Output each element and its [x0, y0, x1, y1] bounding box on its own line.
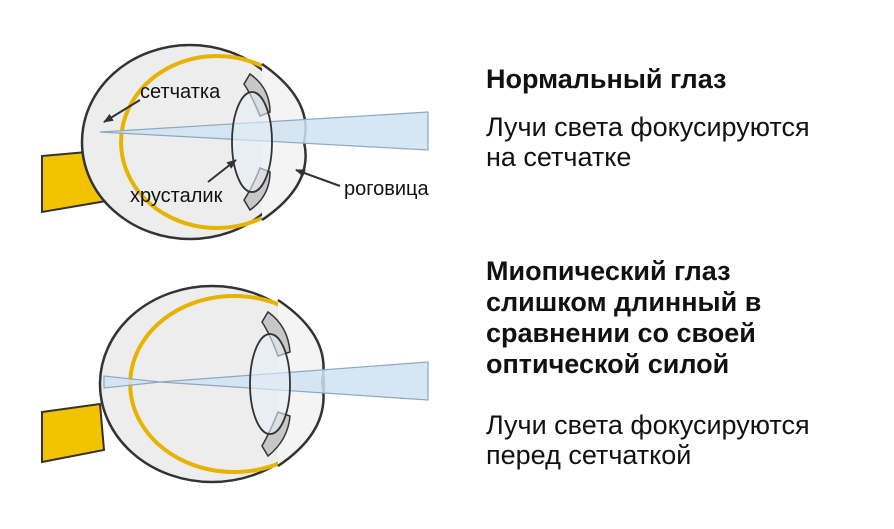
normal-description-line-2: на сетчатке: [486, 142, 632, 172]
lens-arrow: [207, 159, 237, 183]
myopic-description-line-2: перед сетчаткой: [486, 440, 692, 470]
lens: [231, 91, 273, 193]
myopic-title-line-1: Миопический глаз: [486, 256, 731, 286]
cornea-label: роговица: [344, 178, 429, 200]
myopic-title-line-4: оптической силой: [486, 349, 730, 379]
optic-nerve: [41, 402, 106, 464]
light-beam-converge: [159, 361, 429, 401]
myopic-text-panel: Миопический глаз слишком длинный в сравн…: [486, 256, 810, 470]
retina: [119, 54, 263, 230]
myopic-title-line-3: сравнении со своей: [486, 318, 756, 348]
retina-label: сетчатка: [140, 81, 221, 103]
lens: [249, 333, 291, 435]
normal-title: Нормальный глаз: [486, 64, 727, 94]
myopic-title-line-2: слишком длинный в: [486, 287, 762, 317]
normal-description-line-1: Лучи света фокусируются: [486, 112, 810, 142]
light-beam-diverge: [103, 375, 161, 389]
myopic-description-line-1: Лучи света фокусируются: [486, 410, 810, 440]
normal-eye: сетчатка хрусталик роговица: [41, 43, 429, 241]
normal-text-panel: Нормальный глаз Лучи света фокусируются …: [486, 64, 810, 172]
retina-arrow: [103, 99, 141, 123]
myopic-eye: [41, 284, 429, 484]
lens-label: хрусталик: [130, 185, 223, 207]
cornea-arrow: [295, 169, 341, 187]
eye-diagrams: сетчатка хрусталик роговица: [41, 43, 429, 484]
